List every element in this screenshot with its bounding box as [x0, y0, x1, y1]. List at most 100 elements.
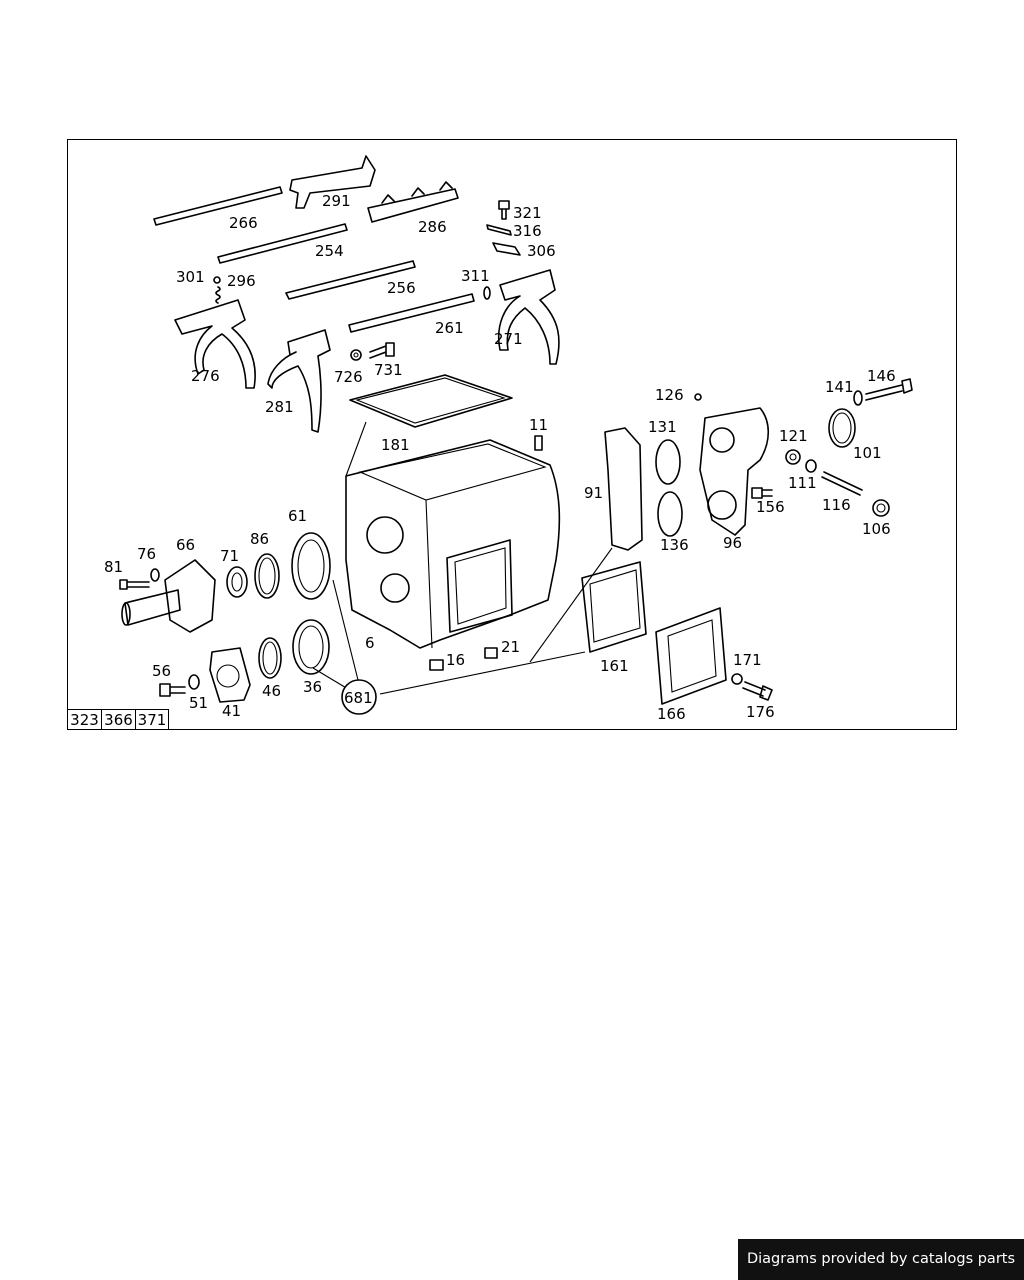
washer-171: [731, 673, 743, 685]
part-labels: 266 291 286 321 316 306 254 301 296 256 …: [104, 192, 896, 723]
bolt-146: [865, 378, 913, 401]
label-321: 321: [513, 204, 542, 222]
plug-21: [484, 647, 498, 659]
shift-rail-261: [348, 293, 475, 333]
shift-fork-281: [267, 329, 331, 433]
label-61: 61: [288, 507, 307, 525]
cover-166: [655, 607, 727, 705]
bolt-81: [119, 579, 150, 590]
label-311: 311: [461, 267, 490, 285]
diagram-frame: [67, 139, 957, 730]
label-46: 46: [262, 682, 281, 700]
ball-301: [213, 276, 221, 284]
gasket-161: [581, 561, 647, 653]
washer-141: [853, 390, 863, 406]
label-731: 731: [374, 361, 403, 379]
label-76: 76: [137, 545, 156, 563]
label-254: 254: [315, 242, 344, 260]
label-171: 171: [733, 651, 762, 669]
bolt-176: [742, 681, 773, 701]
bolt-321: [498, 200, 510, 220]
label-176: 176: [746, 703, 775, 721]
shift-fork-276: [174, 299, 256, 389]
label-166: 166: [657, 705, 686, 723]
lock-plate-306: [492, 242, 521, 256]
cover-41: [209, 647, 251, 703]
label-306: 306: [527, 242, 556, 260]
label-261: 261: [435, 319, 464, 337]
label-136: 136: [660, 536, 689, 554]
bushing-111: [805, 459, 817, 473]
shift-rail-291: [289, 155, 376, 209]
label-126: 126: [655, 386, 684, 404]
label-266: 266: [229, 214, 258, 232]
gasket-61: [291, 532, 331, 600]
label-106: 106: [862, 520, 891, 538]
label-256: 256: [387, 279, 416, 297]
seal-101: [828, 408, 856, 448]
label-21: 21: [501, 638, 520, 656]
plug-106: [872, 499, 890, 517]
label-81: 81: [104, 558, 123, 576]
label-71: 71: [220, 547, 239, 565]
shift-rail-266: [153, 186, 283, 226]
label-41: 41: [222, 702, 241, 720]
ref-box-1: 323: [67, 709, 102, 730]
label-121: 121: [779, 427, 808, 445]
circlip-311: [483, 286, 491, 300]
seal-136: [657, 491, 683, 537]
label-156: 156: [756, 498, 785, 516]
transmission-housing-6: [345, 439, 561, 649]
label-101: 101: [853, 444, 882, 462]
label-161: 161: [600, 657, 629, 675]
label-56: 56: [152, 662, 171, 680]
gasket-36: [292, 619, 330, 675]
spring-296: [215, 286, 221, 304]
flange-66: [121, 559, 216, 633]
nut-121: [785, 449, 801, 465]
label-96: 96: [723, 534, 742, 552]
shift-rail-254: [217, 223, 348, 264]
label-66: 66: [176, 536, 195, 554]
gasket-181: [349, 374, 513, 428]
cover-96: [699, 407, 770, 536]
label-116: 116: [822, 496, 851, 514]
label-36: 36: [303, 678, 322, 696]
label-146: 146: [867, 367, 896, 385]
label-86: 86: [250, 530, 269, 548]
label-291: 291: [322, 192, 351, 210]
shift-rail-256: [285, 260, 416, 300]
ring-46: [258, 637, 282, 679]
bolt-56: [159, 683, 186, 697]
ref-box-3: 371: [136, 709, 169, 730]
bolt-126: [694, 393, 702, 401]
label-51: 51: [189, 694, 208, 712]
ref-box-2: 366: [102, 709, 136, 730]
seal-131: [655, 439, 681, 485]
label-281: 281: [265, 398, 294, 416]
plug-16: [429, 659, 444, 671]
seal-71: [226, 566, 248, 598]
kit-681-leaders: [312, 421, 613, 715]
shift-fork-271: [497, 269, 560, 365]
label-91: 91: [584, 484, 603, 502]
bolt-156: [751, 487, 773, 499]
label-141: 141: [825, 378, 854, 396]
nut-726: [350, 349, 362, 361]
label-316: 316: [513, 222, 542, 240]
label-16: 16: [446, 651, 465, 669]
bolt-731: [369, 342, 395, 359]
ring-86: [254, 553, 280, 599]
label-681: 681: [344, 689, 373, 707]
shaft-116: [821, 471, 863, 496]
label-276: 276: [191, 367, 220, 385]
label-111: 111: [788, 474, 817, 492]
label-131: 131: [648, 418, 677, 436]
gasket-91: [604, 427, 643, 551]
lock-plate-316: [486, 224, 512, 236]
label-301: 301: [176, 268, 205, 286]
label-271: 271: [494, 330, 523, 348]
label-6: 6: [365, 634, 375, 652]
parts-diagram: 266 291 286 321 316 306 254 301 296 256 …: [104, 155, 913, 723]
label-726: 726: [334, 368, 363, 386]
